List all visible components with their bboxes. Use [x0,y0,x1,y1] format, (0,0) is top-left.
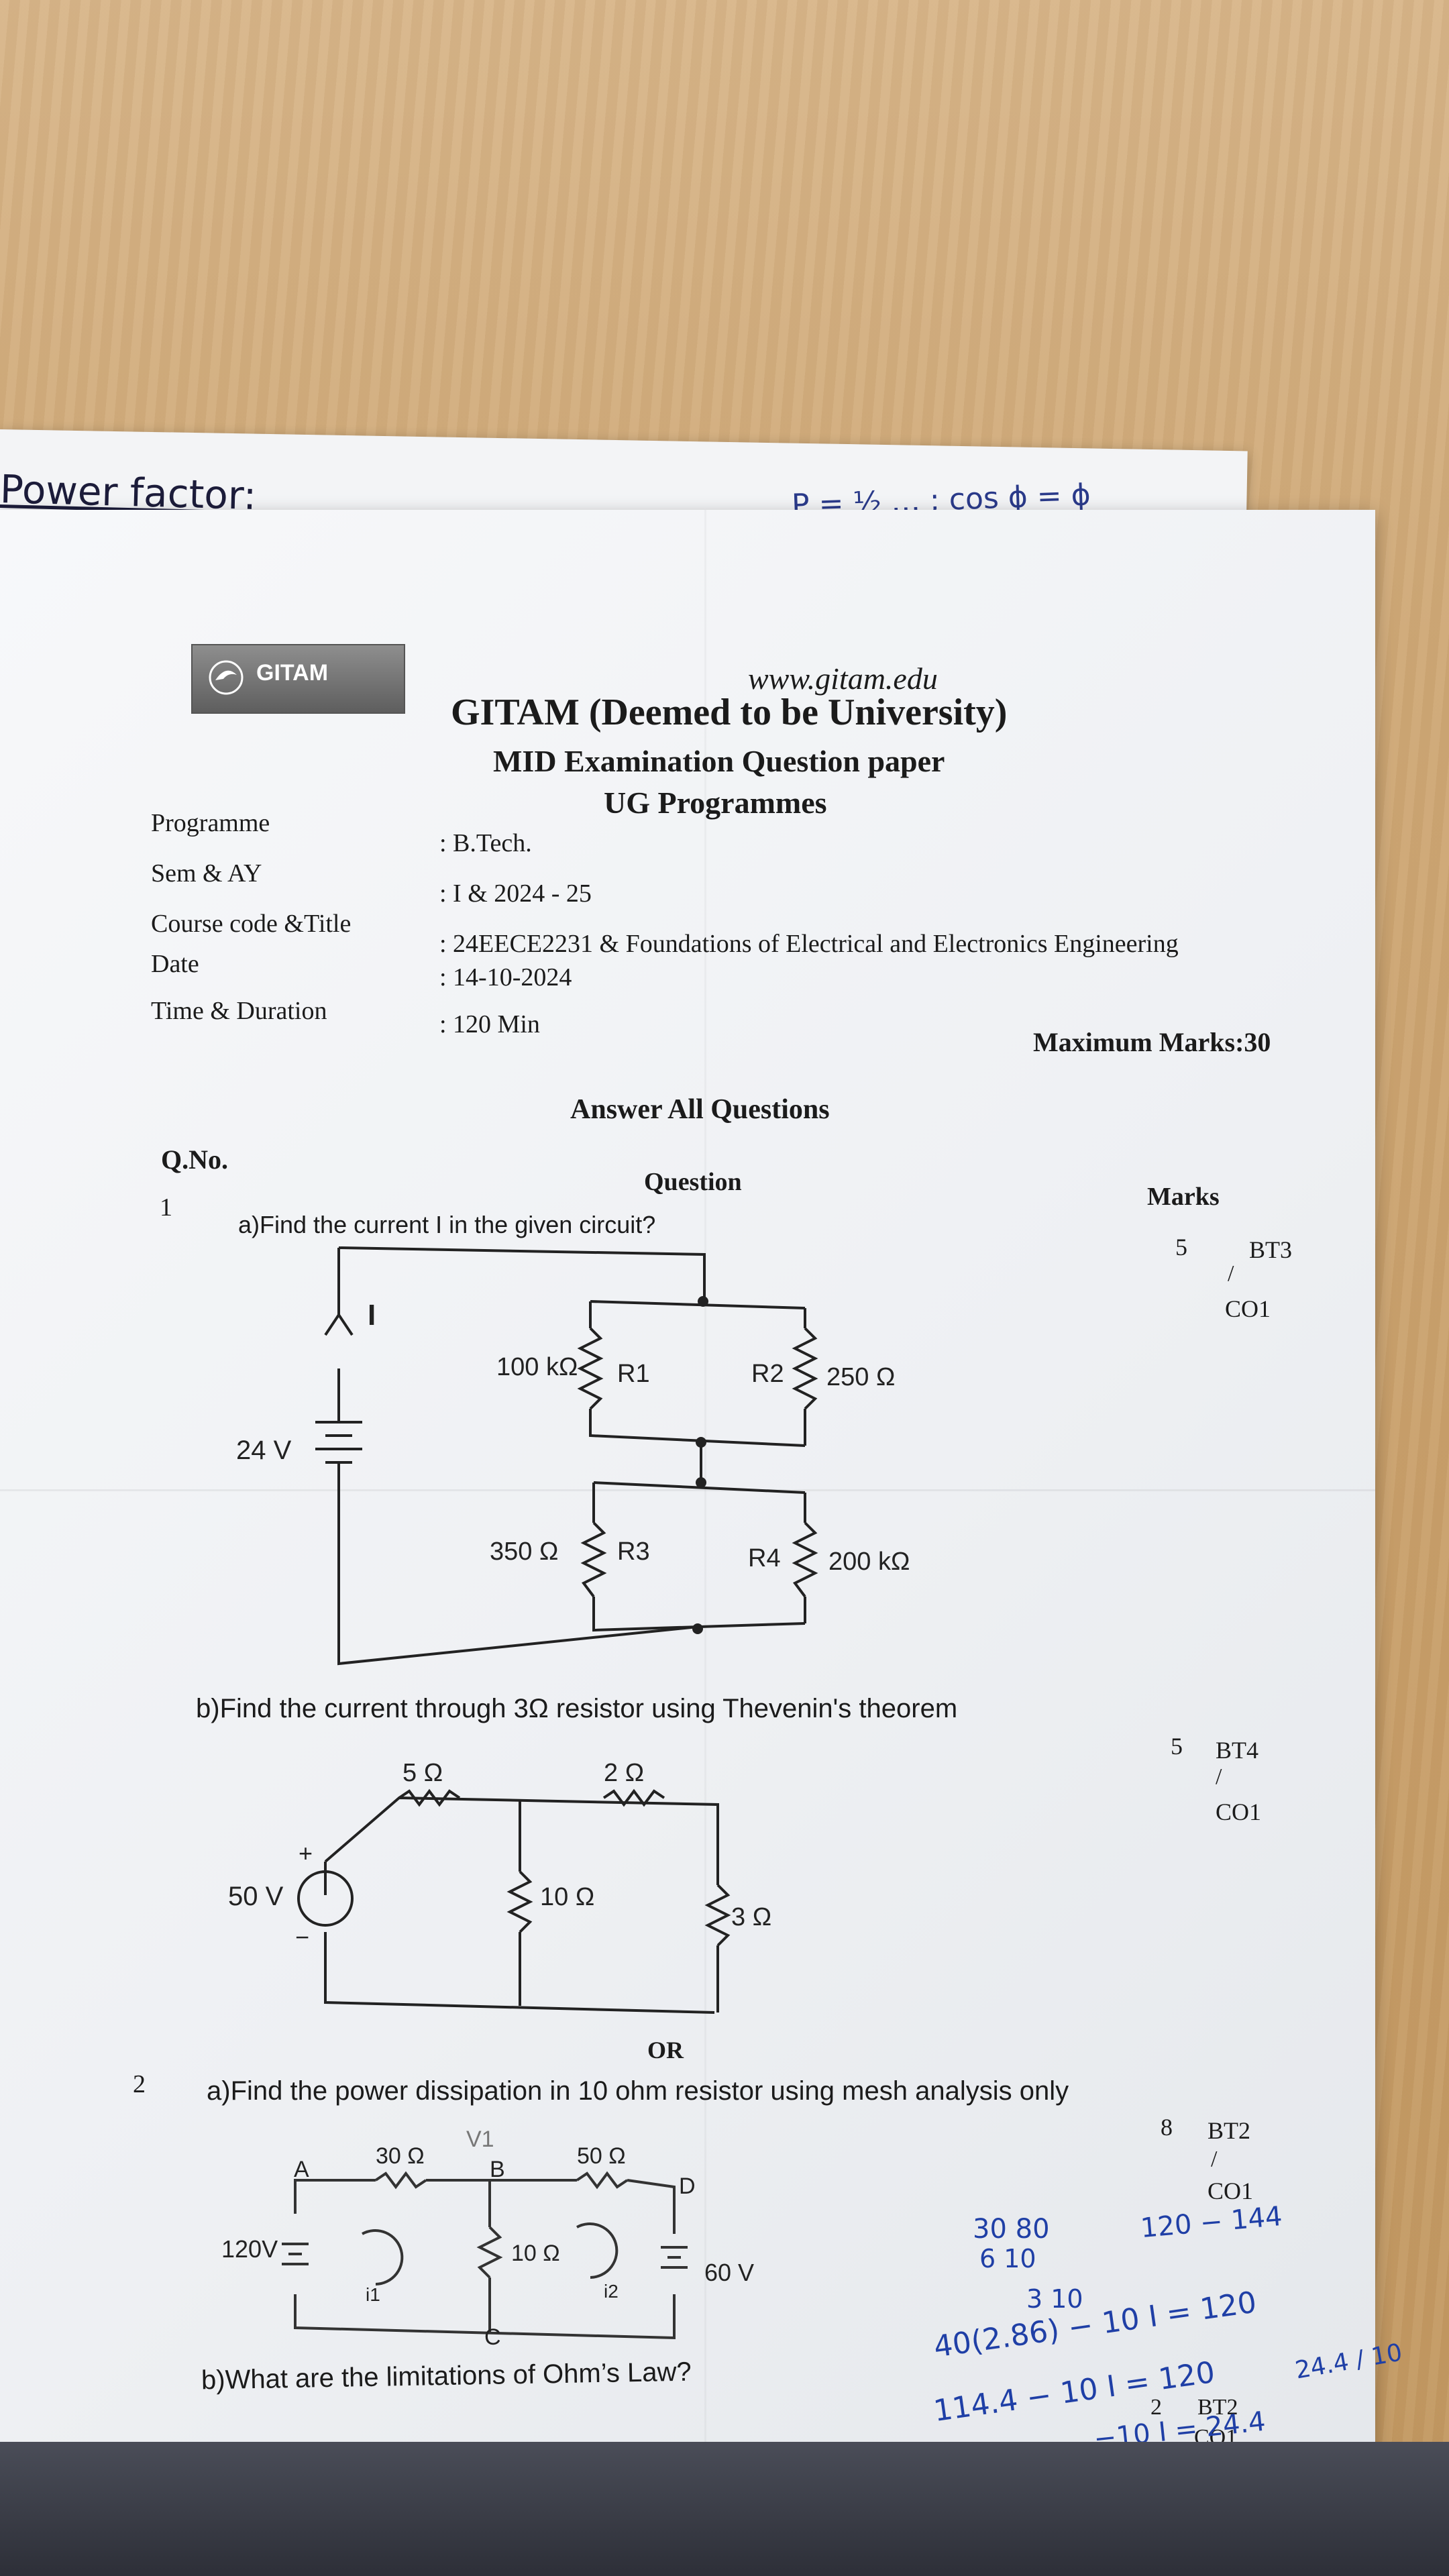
circuit2-source-label: 50 V [228,1882,284,1911]
circuit3-r50: 50 Ω [577,2143,626,2169]
q1-number: 1 [160,1193,172,1222]
q1b-bt: BT4 [1216,1737,1259,1764]
info-label-course: Course code &Title [151,910,352,938]
answer-all-questions: Answer All Questions [570,1094,830,1125]
info-label-date: Date [151,950,199,978]
question-header: Question [644,1168,742,1196]
logo-text: GITAM [256,660,329,686]
q1b-sep: / [1216,1764,1222,1789]
circuit2-r10-value: 10 Ω [540,1883,594,1911]
circuit2-plus: + [299,1839,313,1867]
university-title: GITAM (Deemed to be University) [451,692,1008,733]
circuit3-mesh-i1: i1 [366,2284,380,2305]
info-value-date: : 14-10-2024 [439,963,572,991]
q2-number: 2 [133,2070,146,2098]
circuit3-node-b: B [490,2157,505,2182]
q1a-marks: 5 [1175,1234,1187,1260]
q1a-co: CO1 [1225,1295,1271,1322]
q2a-bt: BT2 [1208,2117,1251,2144]
circuit1-r3-value: 350 Ω [490,1538,558,1566]
q1b-marks: 5 [1171,1733,1183,1760]
info-value-sem: : I & 2024 - 25 [439,879,592,908]
circuit1-source-label: 24 V [236,1436,292,1465]
circuit2-r3-value: 3 Ω [731,1903,771,1931]
circuit3-v1-handwritten: V1 [466,2127,494,2152]
circuit2-r5-value: 5 Ω [402,1759,443,1787]
circuit1-r4-name: R4 [748,1544,781,1572]
circuit3-r30: 30 Ω [376,2143,425,2169]
circuit1-r2-value: 250 Ω [826,1363,895,1391]
circuit1-r2-name: R2 [751,1360,784,1388]
fabric-at-bottom [0,2442,1449,2576]
circuit1-current-label: I [368,1299,376,1332]
circuit3-node-c: C [484,2324,501,2350]
q1a-sep: / [1228,1261,1234,1286]
circuit3-source-left: 120V [221,2235,278,2263]
q2a-text: a)Find the power dissipation in 10 ohm r… [207,2076,1069,2106]
q1b-text: b)Find the current through 3Ω resistor u… [196,1694,958,1723]
circuit3-node-a: A [294,2157,309,2182]
q2b-bt: BT2 [1197,2395,1238,2420]
q1a-text: a)Find the current I in the given circui… [238,1211,656,1238]
exam-title: MID Examination Question paper [493,744,945,778]
question-paper [0,510,1375,2576]
gitam-emblem-icon [209,660,244,695]
circuit1-r3-name: R3 [617,1538,650,1566]
q1b-co: CO1 [1216,1799,1262,1825]
circuit3-mesh-i2: i2 [604,2281,619,2302]
circuit2-r2-value: 2 Ω [604,1759,644,1787]
scribble-1: 30 80 [973,2214,1050,2245]
info-value-time: : 120 Min [439,1010,540,1038]
or-separator: OR [647,2037,684,2063]
scribble-2: 6 10 [979,2244,1036,2273]
maximum-marks: Maximum Marks:30 [1033,1027,1271,1057]
qno-header: Q.No. [161,1144,228,1175]
marks-header: Marks [1147,1183,1220,1211]
info-value-programme: : B.Tech. [439,829,532,857]
scribble-3: 3 10 [1026,2284,1083,2314]
q1a-bt: BT3 [1249,1236,1293,1263]
info-label-programme: Programme [151,809,270,837]
paper-fold-horizontal [0,1489,1375,1491]
info-value-course: : 24EECE2231 & Foundations of Electrical… [439,930,1179,958]
q2b-marks: 2 [1150,2395,1162,2420]
circuit1-r4-value: 200 kΩ [828,1548,910,1576]
circuit3-source-right: 60 V [704,2259,754,2286]
q2a-sep: / [1211,2147,1218,2171]
circuit2-minus: − [295,1923,309,1951]
circuit1-r1-value: 100 kΩ [496,1353,578,1381]
info-label-time: Time & Duration [151,997,327,1025]
q2a-marks: 8 [1161,2114,1173,2141]
q2a-co: CO1 [1208,2178,1254,2204]
info-label-sem: Sem & AY [151,859,262,888]
programmes-title: UG Programmes [604,786,827,820]
circuit3-r10: 10 Ω [511,2241,560,2266]
circuit3-node-d: D [679,2174,696,2199]
gitam-logo: GITAM [191,644,405,714]
circuit1-r1-name: R1 [617,1360,650,1388]
website: www.gitam.edu [748,661,938,696]
